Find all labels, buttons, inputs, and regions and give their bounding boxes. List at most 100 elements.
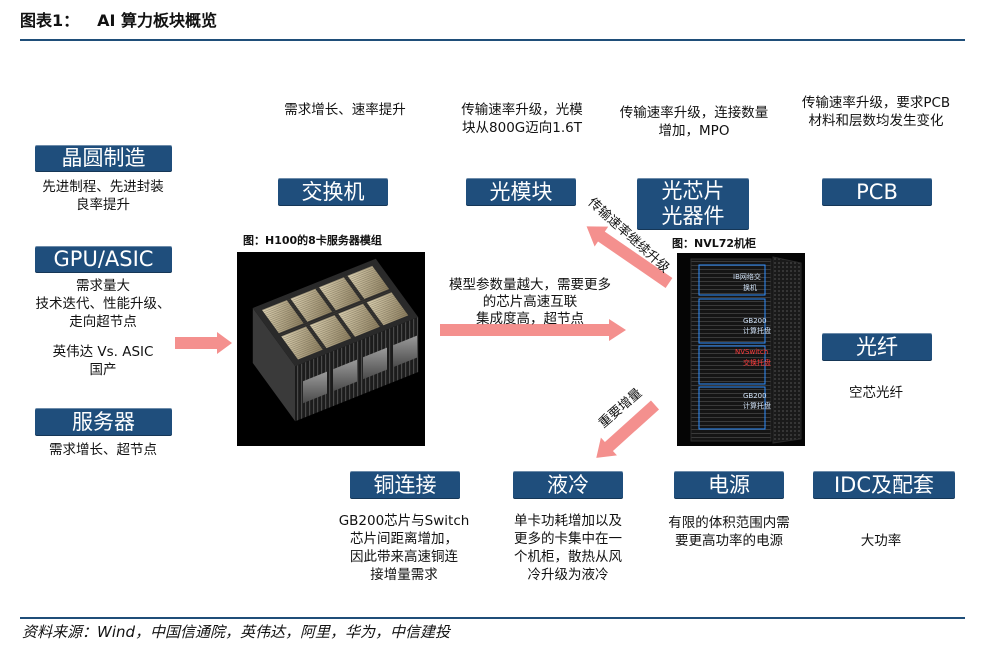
figure-title: 图表1： AI 算力板块概览 [20, 11, 217, 31]
liquid-cooling-label: 液冷 [547, 472, 589, 497]
server-label: 服务器 [72, 409, 135, 434]
gpu-asic-desc-line: 需求量大 [76, 278, 130, 294]
rack-mesh-door [772, 256, 802, 444]
ib-switch-zone [698, 264, 766, 296]
idc-desc-line: 大功率 [860, 533, 902, 549]
figure-label: 图表1： [20, 11, 80, 30]
switch-box: 交换机 [278, 178, 388, 206]
compute-tray-bottom-label: 计算托盘 [743, 401, 771, 410]
pcb-label: PCB [856, 179, 898, 204]
gpu-module-grid [252, 258, 419, 367]
optical-chip-box: 光芯片 光器件 [637, 178, 749, 230]
ib-switch-label: IB网络交 [733, 272, 761, 281]
optical-module-label: 光模块 [489, 179, 553, 204]
h100-server-image [237, 252, 425, 446]
power-desc: 有限的体积范围内需 要更高功率的电源 [668, 514, 790, 550]
compute-tray-top-label: 计算托盘 [743, 326, 771, 335]
header-rule [20, 39, 965, 41]
gpu-asic-desc-line: 技术迭代、性能升级、 [35, 296, 171, 312]
nvswitch-tray-label: NVSwitch [735, 348, 768, 356]
switch-label: 交换机 [301, 179, 365, 204]
heatsink-block [393, 335, 417, 368]
copper-desc-line: 芯片间距离增加， [350, 531, 458, 547]
compute-tray-zone-top [698, 298, 766, 344]
copper-label: 铜连接 [373, 472, 437, 497]
heatsink-block [333, 359, 357, 392]
gpu-asic-note: 英伟达 Vs. ASIC 国产 [53, 343, 154, 379]
server-box: 服务器 [35, 408, 172, 436]
idc-box: IDC及配套 [813, 471, 955, 499]
copper-desc-line: 因此带来高速铜连 [350, 549, 458, 565]
compute-tray-zone-bottom [698, 386, 766, 430]
copper-box: 铜连接 [350, 471, 460, 499]
liquid-cooling-desc-line: 个机柜，散热从风 [514, 549, 622, 565]
liquid-cooling-desc-line: 冷升级为液冷 [527, 567, 609, 583]
wafer-desc-line: 良率提升 [76, 197, 130, 213]
footer-rule [20, 617, 965, 619]
rack-front [690, 258, 772, 442]
switch-desc-line: 需求增长、速率提升 [284, 102, 406, 118]
gpu-asic-note-line: 国产 [89, 362, 117, 378]
interconnect-note: 模型参数量越大，需要更多 的芯片高速互联 集成度高，超节点 [449, 277, 611, 328]
arrow-down-label: 重要增量 [596, 385, 646, 432]
nvswitch-tray-label: 交换托盘 [743, 358, 771, 367]
h100-caption: 图：H100的8卡服务器模组 [243, 234, 382, 247]
power-label: 电源 [708, 472, 750, 497]
copper-desc-line: GB200芯片与Switch [338, 513, 470, 529]
optical-chip-desc-line: 传输速率升级，连接数量 [619, 105, 769, 121]
optical-module-desc: 传输速率升级，光模 块从800G迈向1.6T [461, 101, 583, 137]
liquid-cooling-desc-line: 更多的卡集中在一 [514, 531, 622, 547]
heatsink-block [303, 371, 327, 404]
idc-label: IDC及配套 [833, 472, 935, 497]
pcb-desc: 传输速率升级，要求PCB 材料和层数均发生变化 [802, 94, 950, 130]
nvswitch-tray-zone [698, 345, 766, 385]
power-desc-line: 要更高功率的电源 [675, 533, 783, 549]
copper-desc: GB200芯片与Switch 芯片间距离增加， 因此带来高速铜连 接增量需求 [339, 512, 470, 584]
power-desc-line: 有限的体积范围内需 [668, 515, 790, 531]
gpu-asic-desc: 需求量大 技术迭代、性能升级、 走向超节点 [36, 277, 171, 331]
interconnect-note-line: 集成度高，超节点 [476, 311, 584, 327]
ib-switch-label: 换机 [743, 283, 757, 292]
liquid-cooling-box: 液冷 [513, 471, 623, 499]
optical-chip-label: 光芯片 [661, 179, 725, 203]
fiber-label: 光纤 [856, 334, 898, 359]
optical-module-desc-line: 传输速率升级，光模 [461, 102, 583, 118]
optical-module-box: 光模块 [466, 178, 576, 206]
fiber-box: 光纤 [822, 333, 932, 361]
optical-chip-desc-line: 增加，MPO [658, 123, 730, 139]
source-note: 资料来源：Wind，中国信通院，英伟达，阿里，华为，中信建投 [22, 623, 451, 641]
module-fin-texture [262, 265, 409, 360]
interconnect-note-line: 的芯片高速互联 [482, 294, 578, 310]
heatsink-block [363, 347, 387, 380]
gpu-asic-note-line: 英伟达 Vs. ASIC [52, 344, 154, 360]
wafer-label: 晶圆制造 [61, 146, 146, 170]
compute-tray-top-label: GB200 [743, 317, 767, 325]
fiber-desc-line: 空芯光纤 [849, 385, 903, 401]
idc-desc: 大功率 [861, 532, 902, 550]
compute-tray-bottom-label: GB200 [743, 392, 767, 400]
optical-chip-desc: 传输速率升级，连接数量 增加，MPO [620, 104, 769, 140]
optical-module-desc-line: 块从800G迈向1.6T [462, 120, 582, 136]
arrow-to-server-image [175, 332, 232, 354]
gpu-asic-box: GPU/ASIC [35, 246, 172, 273]
figure-title-text: AI 算力板块概览 [97, 11, 218, 30]
liquid-cooling-desc-line: 单卡功耗增加以及 [514, 513, 622, 529]
fiber-desc: 空芯光纤 [849, 384, 903, 402]
nvl72-rack-image: IB网络交 换机 GB200 计算托盘 NVSwitch 交换托盘 GB200 … [677, 253, 805, 446]
power-box: 电源 [674, 471, 784, 499]
gpu-asic-label: GPU/ASIC [53, 247, 154, 271]
copper-desc-line: 接增量需求 [370, 567, 438, 583]
wafer-desc-line: 先进制程、先进封装 [42, 179, 164, 195]
optical-device-label: 光器件 [661, 204, 725, 228]
liquid-cooling-desc: 单卡功耗增加以及 更多的卡集中在一 个机柜，散热从风 冷升级为液冷 [514, 512, 622, 584]
switch-desc: 需求增长、速率提升 [284, 101, 406, 119]
interconnect-note-line: 模型参数量越大，需要更多 [449, 277, 611, 293]
pcb-desc-line: 传输速率升级，要求PCB [801, 95, 951, 111]
pcb-box: PCB [822, 178, 932, 206]
wafer-desc: 先进制程、先进封装 良率提升 [42, 178, 164, 214]
server-desc: 需求增长、超节点 [49, 441, 157, 459]
pcb-desc-line: 材料和层数均发生变化 [808, 113, 944, 129]
wafer-box: 晶圆制造 [35, 145, 172, 172]
server-desc-line: 需求增长、超节点 [49, 442, 157, 458]
